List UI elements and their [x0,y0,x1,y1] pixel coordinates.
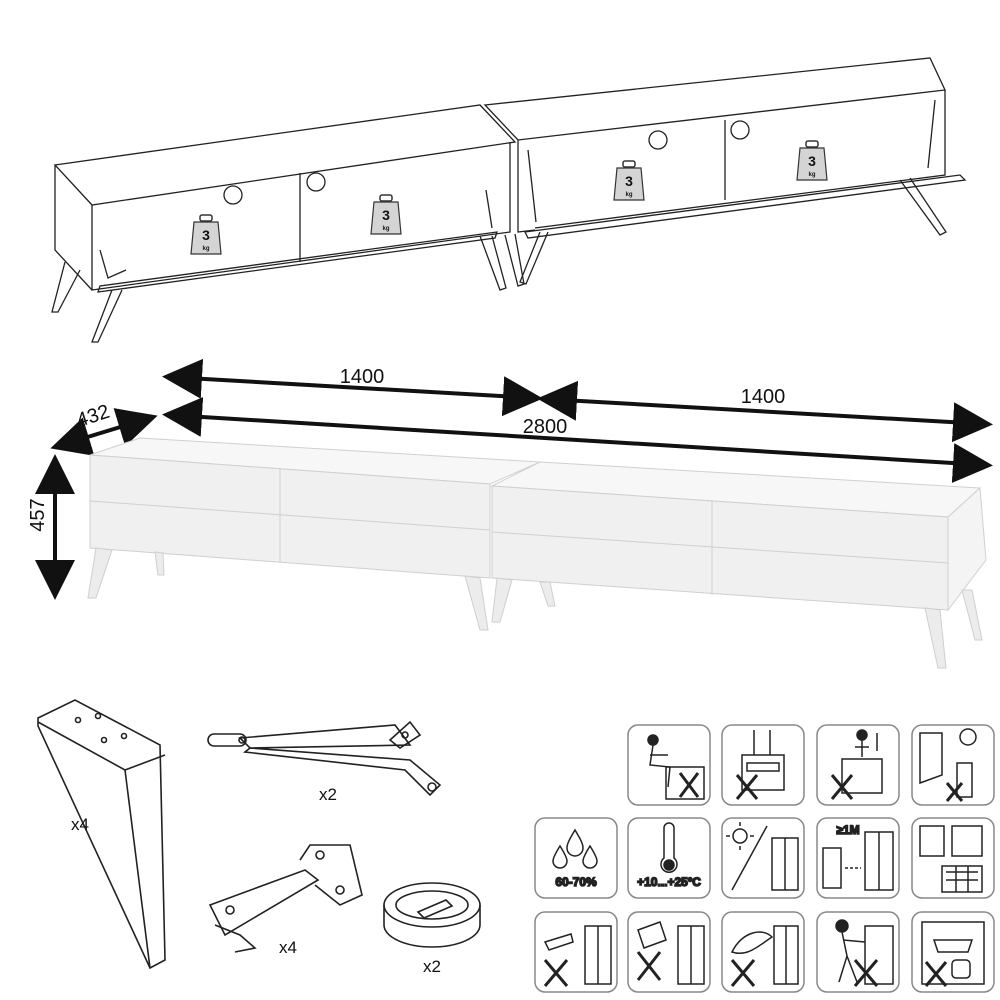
cable-grommet-qty: x2 [423,957,441,976]
distance-label: ≥1M [836,823,859,837]
dim-label-half-right: 1400 [741,386,786,408]
weight-badge-1: 3 kg [190,214,222,255]
heat-distance-icon [816,817,900,899]
svg-text:3: 3 [625,173,633,189]
svg-text:3: 3 [382,207,390,223]
svg-text:kg: kg [808,172,815,178]
svg-text:kg: kg [202,246,209,252]
no-sharp-tools-icon [534,911,618,993]
leg-part [37,699,166,970]
humidity-label: 60-70% [555,875,597,889]
svg-text:3: 3 [808,153,816,169]
dim-label-depth: 432 [74,401,113,432]
left-unit-top [53,104,517,206]
lid-stay-part [207,720,442,797]
dim-label-height: 457 [27,498,49,531]
cabinet-render [87,437,987,669]
dim-arrow-left-half [162,358,543,417]
svg-text:kg: kg [625,192,632,198]
window-placement-icon [911,817,995,899]
no-heavy-appliance-icon [911,911,995,993]
lid-stay-qty: x2 [319,785,337,804]
right-unit-top [483,57,946,141]
temperature-label: +10...+25ºC [637,875,701,889]
humidity-icon [534,817,618,899]
hinge-part [208,844,363,953]
open-cabinet-drawing [51,57,967,343]
no-chemicals-icon [721,911,805,993]
left-unit-left-side [54,165,93,291]
dim-arrow-total [162,396,993,484]
dim-label-total: 2800 [523,416,568,438]
left-unit-front [91,142,511,291]
cable-grommet-part [383,882,481,948]
no-sitting-on-cabinet-icon [627,724,711,806]
hinge-qty: x4 [279,938,297,957]
weight-badge-3: 3 kg [613,160,645,201]
no-standing-on-cabinet-icon [721,724,805,806]
weight-badge-4: 3 kg [796,140,828,181]
no-climbing-icon [816,724,900,806]
svg-text:3: 3 [202,227,210,243]
no-abrasive-cleaner-icon [627,911,711,993]
svg-text:kg: kg [382,226,389,232]
temperature-icon [627,817,711,899]
right-unit-flap [524,174,967,239]
no-direct-sunlight-icon [721,817,805,899]
no-pushing-icon [816,911,900,993]
weight-badge-2: 3 kg [370,194,402,235]
dim-label-half-left: 1400 [340,366,385,388]
dim-arrow-depth [50,408,158,456]
leg-qty: x4 [71,815,89,834]
left-unit-flap [97,231,498,293]
door-clearance-icon [911,724,995,806]
dimension-lines [35,358,993,600]
care-icon-grid: 60-70% +10...+25ºC ≥1M [534,724,995,993]
